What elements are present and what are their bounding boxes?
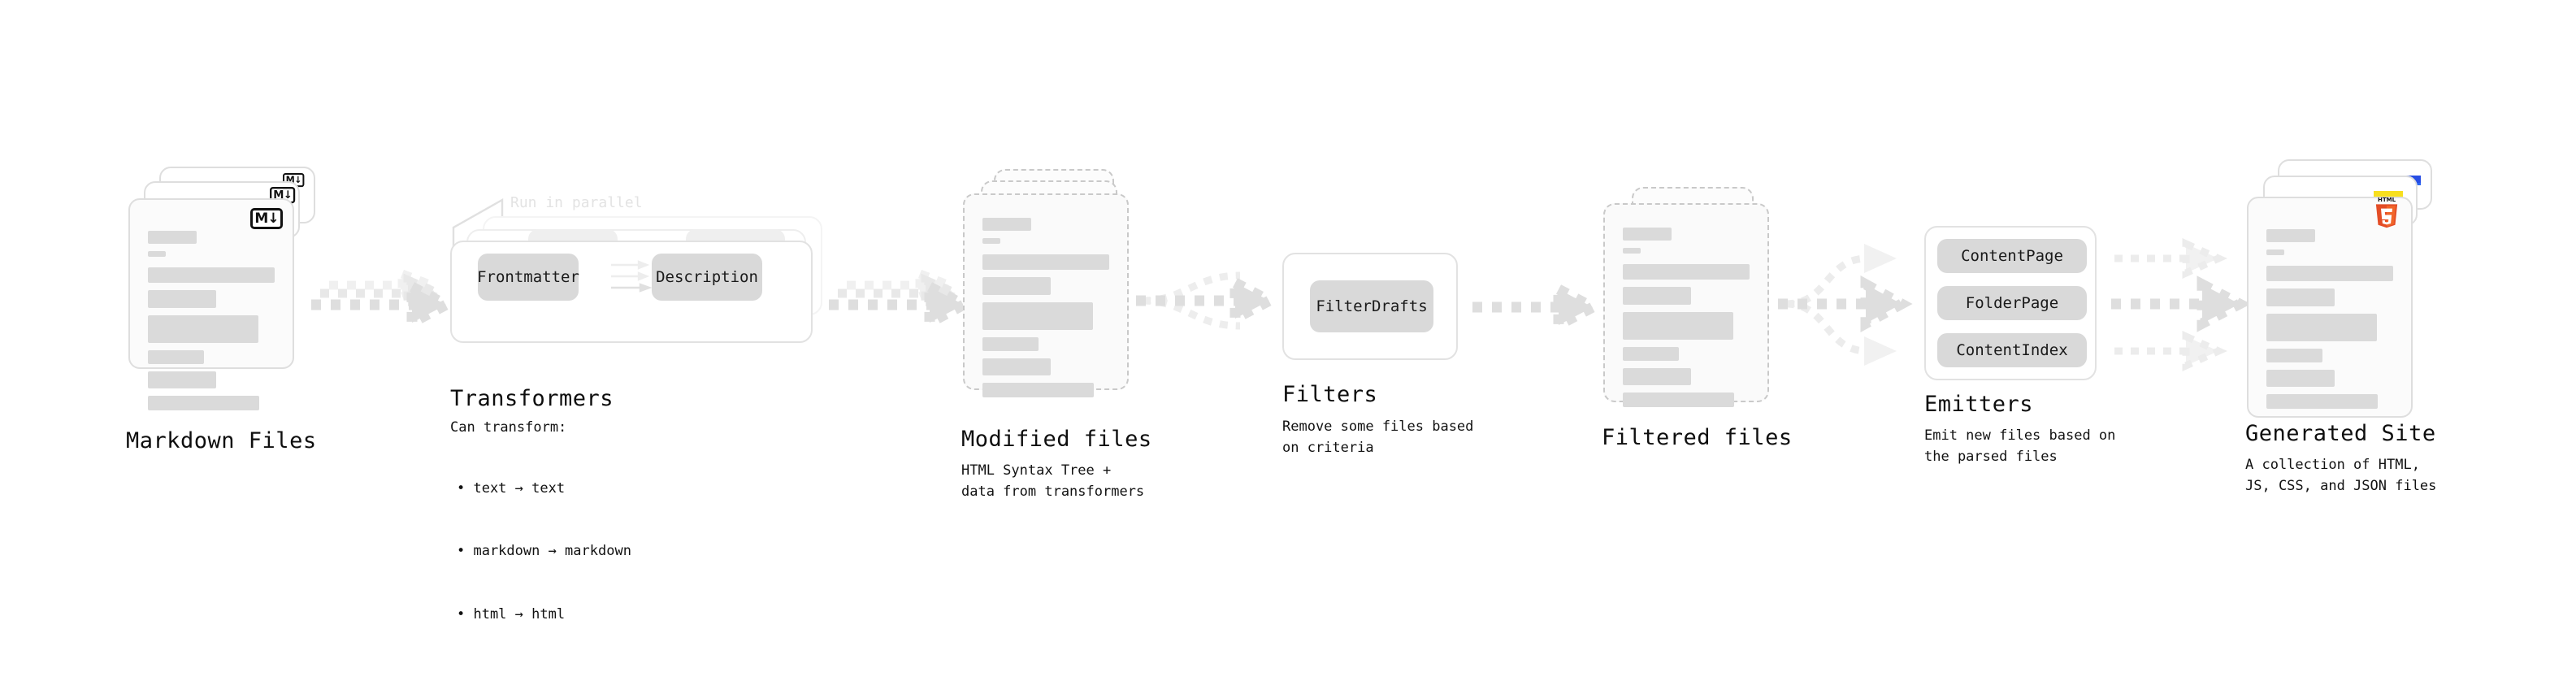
chip-filterdrafts[interactable]: FilterDrafts bbox=[1310, 280, 1433, 332]
filters-description: Remove some files based on criteria bbox=[1282, 419, 1474, 456]
transformers-bullet-0: • text → text bbox=[457, 479, 566, 497]
transformers-title: Transformers bbox=[450, 386, 614, 411]
chip-frontmatter[interactable]: Frontmatter bbox=[477, 254, 579, 301]
chip-description[interactable]: Description bbox=[652, 254, 762, 301]
chip-contentindex[interactable]: ContentIndex bbox=[1937, 333, 2087, 367]
site-card-front: HTML bbox=[2247, 197, 2413, 418]
markdown-card-front: M↓ bbox=[128, 198, 294, 410]
transformers-bullet-2: • html → html bbox=[457, 605, 566, 622]
connector-md-to-transformers bbox=[311, 267, 458, 332]
connector-emitters-to-site bbox=[2111, 234, 2262, 372]
connector-filtered-to-emitters bbox=[1778, 234, 1920, 372]
markdown-placeholder-lines bbox=[148, 231, 275, 418]
generated-site-title: Generated Site bbox=[2245, 421, 2436, 446]
branching-dashed-arrow-icon bbox=[2111, 238, 2252, 371]
modified-files-description: HTML Syntax Tree + data from transformer… bbox=[961, 462, 1145, 500]
modified-placeholder-lines bbox=[982, 218, 1109, 405]
merging-dashed-arrow-icon bbox=[1136, 271, 1281, 330]
run-in-parallel-label: Run in parallel bbox=[510, 194, 643, 211]
stacked-dashed-arrow-icon bbox=[311, 267, 458, 332]
dashed-arrow-icon bbox=[1472, 280, 1605, 334]
filtered-placeholder-lines bbox=[1623, 228, 1750, 414]
emitters-group: ContentPage FolderPage ContentIndex bbox=[1924, 226, 2097, 380]
run-in-parallel-bracket-icon bbox=[452, 197, 504, 249]
markdown-files-title: Markdown Files bbox=[126, 428, 317, 453]
chip-contentpage[interactable]: ContentPage bbox=[1937, 239, 2087, 273]
transformers-bullet-1: • markdown → markdown bbox=[457, 543, 631, 560]
modified-card-front bbox=[963, 193, 1129, 397]
modified-files-title: Modified files bbox=[961, 427, 1152, 452]
transformers-description: Can transform: bbox=[450, 419, 567, 436]
filters-title: Filters bbox=[1282, 382, 1378, 407]
generated-site-description: A collection of HTML, JS, CSS, and JSON … bbox=[2245, 457, 2437, 494]
markdown-icon: M↓ bbox=[250, 208, 283, 229]
filters-group: FilterDrafts bbox=[1282, 253, 1458, 360]
filtered-card-front bbox=[1603, 203, 1769, 407]
stacked-dashed-arrow-icon bbox=[829, 267, 976, 332]
filtered-files-title: Filtered files bbox=[1602, 425, 1793, 450]
connector-transformers-to-modified bbox=[829, 267, 976, 332]
emitters-description: Emit new files based on the parsed files bbox=[1924, 427, 2116, 465]
frontmatter-to-description-arrows-icon bbox=[611, 260, 653, 293]
chip-folderpage[interactable]: FolderPage bbox=[1937, 286, 2087, 320]
branching-dashed-arrow-icon bbox=[1778, 244, 1913, 366]
html5-icon: HTML bbox=[2375, 197, 2398, 228]
connector-modified-to-filters bbox=[1136, 264, 1281, 337]
emitters-title: Emitters bbox=[1924, 392, 2034, 417]
transformers-bullets: • text → text • markdown → markdown • ht… bbox=[457, 436, 631, 667]
svg-text:HTML: HTML bbox=[2378, 197, 2396, 203]
site-placeholder-lines bbox=[2266, 229, 2393, 416]
connector-filters-to-filtered bbox=[1472, 280, 1605, 334]
